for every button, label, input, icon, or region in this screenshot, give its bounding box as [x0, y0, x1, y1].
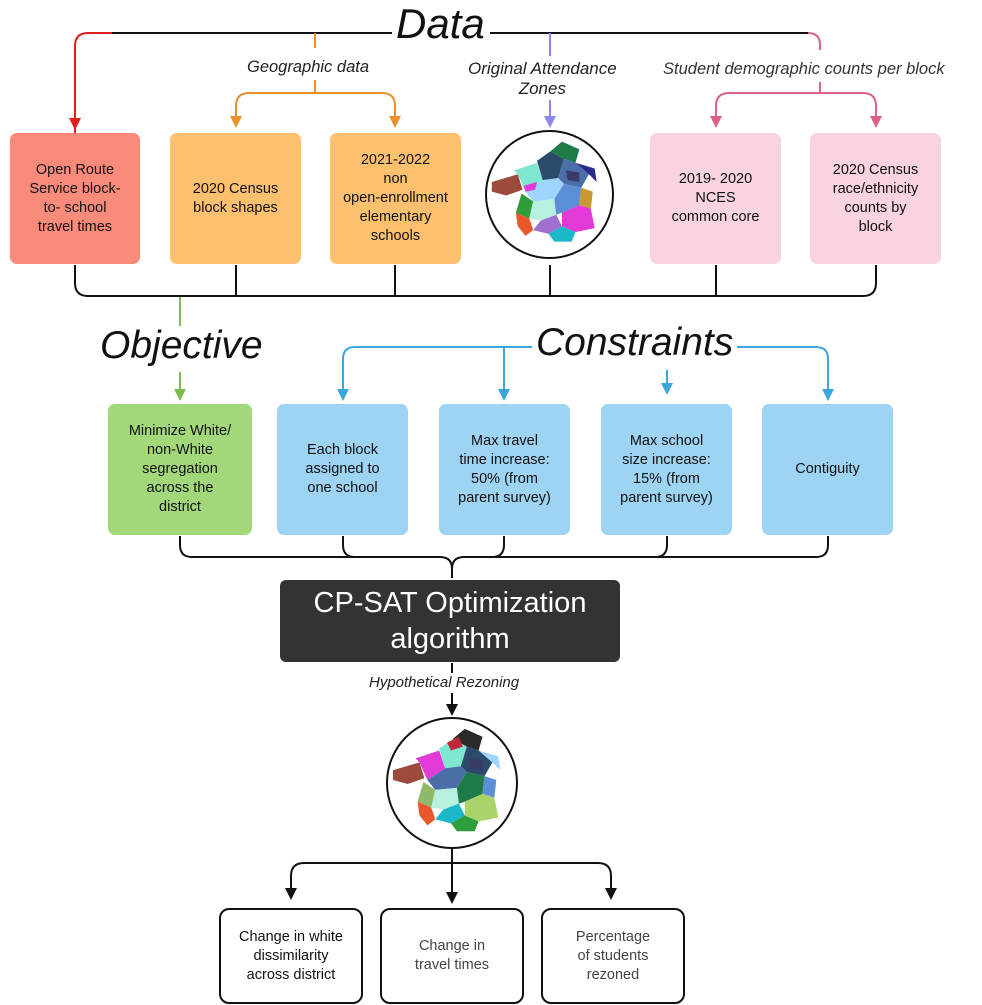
hypothetical-zones-map: [386, 717, 518, 849]
algorithm-text: CP-SAT Optimization algorithm: [313, 587, 587, 655]
constraint-school-size-text: Max school size increase: 15% (from pare…: [620, 432, 713, 506]
original-zones-label: Original Attendance Zones: [465, 59, 620, 99]
algorithm-box: CP-SAT Optimization algorithm: [280, 580, 620, 662]
demographic-bracket: [715, 82, 877, 118]
constraint-contiguity-box: Contiguity: [762, 404, 893, 535]
census-race-counts-box: 2020 Census race/ethnicity counts by blo…: [810, 133, 941, 264]
nces-common-core-text: 2019- 2020 NCES common core: [671, 171, 760, 225]
schools-box: 2021-2022 non open-enrollment elementary…: [330, 133, 461, 264]
rezoned-map-graphic: [392, 728, 501, 832]
outcome-bracket: [290, 848, 612, 898]
outcome-students-rezoned-box: Percentage of students rezoned: [541, 908, 685, 1004]
outcome-dissimilarity-text: Change in white dissimilarity across dis…: [239, 928, 343, 983]
schools-text: 2021-2022 non open-enrollment elementary…: [343, 152, 448, 244]
student-counts-label: Student demographic counts per block: [660, 59, 948, 79]
data-bracket: [74, 32, 821, 133]
objective-heading: Objective: [96, 326, 267, 365]
constraint-block-assignment-text: Each block assigned to one school: [305, 442, 380, 496]
constraints-heading: Constraints: [532, 323, 738, 362]
constraint-travel-time-box: Max travel time increase: 50% (from pare…: [439, 404, 570, 535]
travel-times-box: Open Route Service block- to- school tra…: [10, 133, 140, 264]
hypothetical-rezoning-label: Hypothetical Rezoning: [366, 673, 523, 693]
outcome-dissimilarity-box: Change in white dissimilarity across dis…: [219, 908, 363, 1004]
original-zones-map: [485, 130, 614, 259]
zone-map-graphic: [491, 141, 597, 242]
census-block-shapes-box: 2020 Census block shapes: [170, 133, 301, 264]
outcome-travel-times-box: Change in travel times: [380, 908, 524, 1004]
objective-text: Minimize White/ non-White segregation ac…: [128, 423, 232, 515]
constraint-school-size-box: Max school size increase: 15% (from pare…: [601, 404, 732, 535]
geographic-bracket: [235, 80, 396, 118]
constraints-bracket: [342, 346, 829, 392]
data-merge-bracket: [74, 265, 877, 297]
outcome-students-rezoned-text: Percentage of students rezoned: [575, 928, 651, 983]
travel-times-text: Open Route Service block- to- school tra…: [29, 161, 121, 235]
data-heading: Data: [392, 3, 489, 45]
original-zones-label-line1: Original Attendance: [468, 59, 617, 78]
original-zones-label-line2: Zones: [518, 79, 566, 98]
census-race-counts-text: 2020 Census race/ethnicity counts by blo…: [832, 161, 919, 235]
algorithm-merge-bracket: [179, 536, 829, 578]
census-block-shapes-text: 2020 Census block shapes: [192, 180, 279, 216]
geographic-data-label: Geographic data: [244, 57, 373, 77]
outcome-travel-times-text: Change in travel times: [414, 938, 490, 973]
nces-common-core-box: 2019- 2020 NCES common core: [650, 133, 781, 264]
constraint-contiguity-text: Contiguity: [795, 461, 860, 477]
constraint-block-assignment-box: Each block assigned to one school: [277, 404, 408, 535]
constraint-travel-time-text: Max travel time increase: 50% (from pare…: [458, 432, 551, 506]
objective-box: Minimize White/ non-White segregation ac…: [108, 404, 252, 535]
